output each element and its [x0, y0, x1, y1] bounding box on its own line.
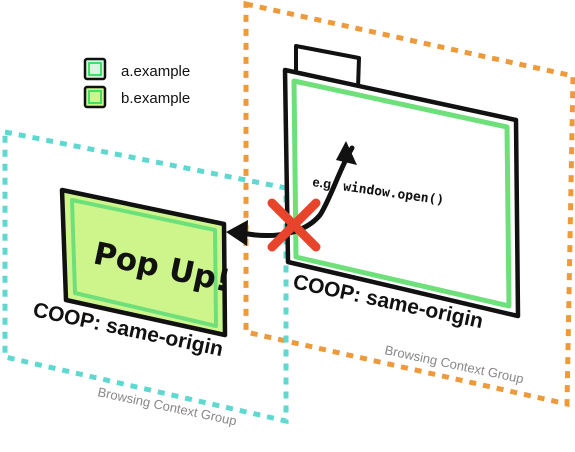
right-browsing-context-group-border: [243, 0, 575, 408]
legend: a.example b.example: [83, 57, 190, 109]
opener-window-inner-border: [291, 78, 512, 309]
open-arrow: [239, 145, 355, 238]
open-arrow-head-left: [226, 220, 248, 246]
legend-label-a-example: a.example: [121, 63, 190, 80]
open-arrow-head-up: [336, 141, 357, 165]
opener-window: [282, 44, 521, 319]
blocked-cross-icon: [267, 198, 321, 252]
left-browsing-context-group-border: [2, 128, 289, 425]
popup-window: Pop Up!: [59, 187, 233, 338]
action-text-prefix: e.g.: [312, 174, 336, 192]
legend-label-b-example: b.example: [121, 90, 190, 107]
right-group-label: Browsing Context Group: [383, 342, 525, 386]
popup-window-inner-border: [70, 198, 218, 328]
